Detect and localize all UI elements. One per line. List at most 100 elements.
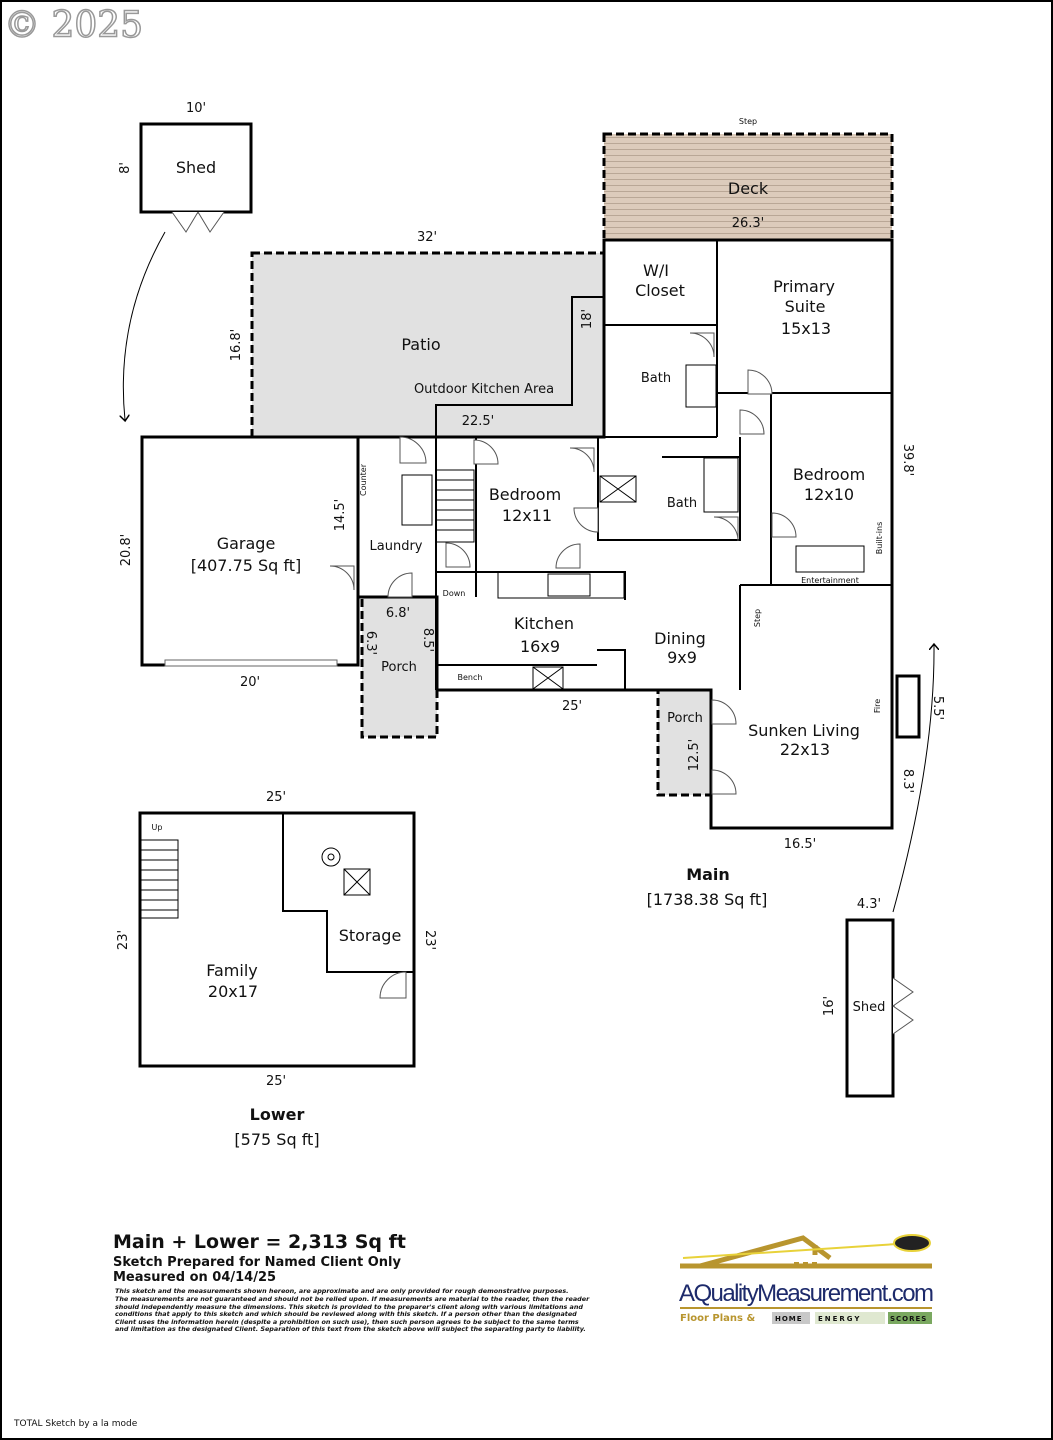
lower-storage-text: Storage [339,926,402,945]
footer-disclaimer-0-text: This sketch and the measurements shown h… [115,1287,569,1295]
garage-left-text: 20.8' [119,534,134,567]
shed-top-width-text: 10' [186,101,206,116]
rooms-dining-size-text: 9x9 [667,648,697,667]
garage-label-text: Garage [217,534,276,553]
rooms-bedroom2-text: Bedroom [793,465,865,484]
footer-disclaimer-5-text: and limitation as the designated Client.… [115,1325,586,1333]
rooms-wi-closet-2-text: Closet [635,281,685,300]
lower-family-size-text: 20x17 [208,982,258,1001]
lower-right-text: 23' [422,930,437,950]
patio-sub-text: Outdoor Kitchen Area [414,382,554,397]
lower-floor: 25' Up Storage 23' 23' Family 20x17 25' … [116,790,437,1149]
logo-scores-text: SCORES [890,1315,927,1323]
porch-right: Porch 12.5' [656,688,713,797]
footer-disclaimer-3-text: conditions that apply to this sketch and… [115,1310,577,1318]
copyright-watermark: © 2025 [4,5,143,46]
logo-energy-text: ENERGY [818,1315,861,1323]
rooms-built-ins-text: Built-ins [875,522,884,555]
main-dims-right-text: 39.8' [900,444,915,477]
patio: 32' 16.8' Patio Outdoor Kitchen Area 22.… [229,230,606,439]
porch-left-top-text: 6.8' [386,606,410,621]
patio-inner-text: 18' [580,309,595,329]
shed-top-depth-text: 8' [118,162,133,174]
deck-width-text: 26.3' [732,216,765,231]
rooms-fire-text: Fire [873,699,882,713]
main-summary-area-text: [1738.38 Sq ft] [647,890,768,909]
footer-credit-text: TOTAL Sketch by a la mode [13,1419,138,1429]
patio-left-text: 16.8' [229,329,244,362]
rooms-sunken-text: Sunken Living [748,721,860,740]
rooms-kitchen-text: Kitchen [514,614,574,633]
deck: Step Deck 26.3' [602,117,894,242]
footer-disclaimer-2-text: should independently measure the dimensi… [115,1303,583,1311]
rooms-counter-text: Counter [359,463,368,496]
main-dims-fire-w-text: 5.5' [930,696,945,720]
rooms-wi-closet-1-text: W/I [643,261,669,280]
rooms-step-text: Step [753,609,762,627]
patio-top-text: 32' [417,230,437,245]
porch-left: 6.8' 6.3' 8.5' Porch [360,595,439,739]
logo-home-text: HOME [775,1315,803,1323]
rooms-bedroom1-size-text: 12x11 [502,506,552,525]
shed-right: 4.3' 16' Shed [822,645,934,1098]
porch-left-right-text: 8.5' [420,628,435,652]
door-swings [329,332,797,795]
rooms-primary-3-text: 15x13 [781,319,831,338]
arrow-icon [892,645,934,913]
shed-right-depth-text: 16' [822,996,837,1016]
lower-top-text: 25' [266,790,286,805]
porch-right-depth-text: 12.5' [687,739,702,772]
company-logo: AQualityMeasurement.com Floor Plans & HO… [679,1234,934,1324]
shed-right-width-text: 4.3' [857,897,881,912]
summary-block: Main + Lower = 2,313 Sq ft Sketch Prepar… [13,1231,590,1429]
main-dims-bottom-mid-text: 25' [562,699,582,714]
footer-disclaimer-1-text: The measurements are not guaranteed and … [115,1295,590,1303]
garage-bottom-text: 20' [240,675,260,690]
rooms-dining-text: Dining [654,629,706,648]
rooms-entertainment-text: Entertainment [801,576,859,585]
garage-right-text: 14.5' [333,499,348,532]
garage: Garage [407.75 Sq ft] 20.8' 14.5' 20' [119,435,360,690]
footer-measured-text: Measured on 04/14/25 [113,1270,276,1285]
rooms-kitchen-size-text: 16x9 [520,637,560,656]
lower-family-text: Family [206,961,257,980]
deck-label-text: Deck [728,179,769,198]
main-dims-bottom-right-text: 16.5' [784,837,817,852]
deck-step-text: Step [739,117,757,126]
logo-floor-text: Floor Plans & [680,1313,755,1324]
rooms-bath1-text: Bath [641,371,671,386]
rooms-laundry-text: Laundry [370,539,423,554]
patio-label-text: Patio [401,335,440,354]
footer-disclaimer-4-text: Client uses the information herein (desp… [115,1318,579,1326]
lower-title-text: Lower [250,1105,305,1124]
garage-area-text: [407.75 Sq ft] [191,556,302,575]
rooms-sunken-size-text: 22x13 [780,740,830,759]
lower-bottom-text: 25' [266,1074,286,1089]
arrow-icon [123,231,166,420]
main-summary-title-text: Main [686,865,730,884]
main-floor: W/I Closet Primary Suite 15x13 Bath Bedr… [329,238,945,909]
rooms-primary-2-text: Suite [785,297,826,316]
lower-area-text: [575 Sq ft] [234,1130,319,1149]
fireplace [895,674,921,739]
lower-left-text: 23' [116,930,131,950]
rooms-bedroom2-size-text: 12x10 [804,485,854,504]
patio-bottom-text: 22.5' [462,414,495,429]
rooms-bedroom1-text: Bedroom [489,485,561,504]
shed-right-label-text: Shed [853,1000,886,1015]
footer-total-text: Main + Lower = 2,313 Sq ft [113,1231,406,1253]
rooms-bench-text: Bench [458,673,483,682]
rooms-primary-1-text: Primary [773,277,835,296]
porch-left-label-text: Porch [381,660,417,675]
lower-up-text: Up [152,823,163,832]
rooms-down-text: Down [443,589,466,598]
shed-top-label-text: Shed [176,158,216,177]
rooms-bath2-text: Bath [667,496,697,511]
main-dims-living-right-text: 8.3' [900,769,915,793]
logo-name-text: AQualityMeasurement.com [679,1280,933,1307]
shed-top: Shed 10' 8' [118,101,253,420]
footer-prepared-text: Sketch Prepared for Named Client Only [113,1255,401,1270]
